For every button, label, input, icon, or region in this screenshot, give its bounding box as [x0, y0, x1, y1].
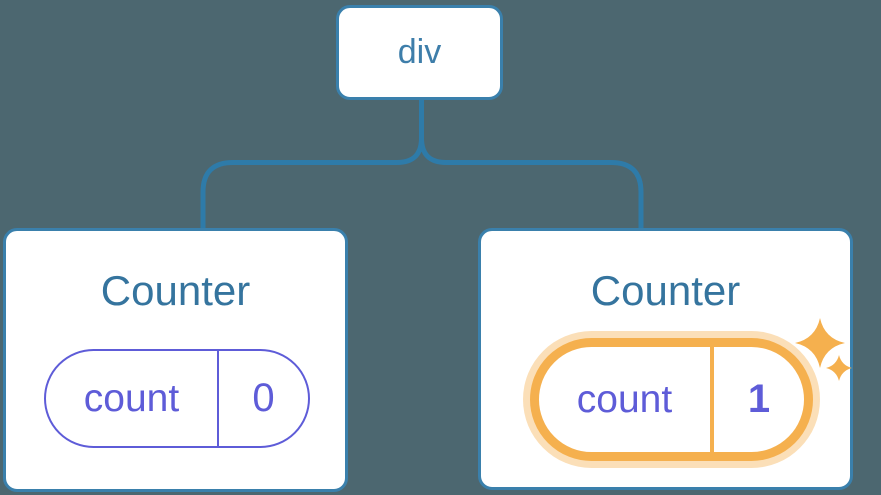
connector-right-branch	[419, 99, 644, 229]
state-key-label: count	[539, 347, 714, 452]
sparkle-icon	[795, 318, 845, 368]
state-value: 0	[252, 376, 275, 420]
state-pill-highlighted: count 1	[530, 338, 813, 461]
connector-left-branch	[200, 99, 424, 229]
counter-card-right: Counter count 1	[478, 228, 853, 490]
counter-title: Counter	[590, 267, 741, 314]
state-key-label: count	[46, 351, 219, 446]
sparkle-icon	[826, 355, 852, 381]
state-pill: count 0	[44, 349, 310, 448]
root-node-div: div	[336, 5, 503, 100]
counter-card-left: Counter count 0	[3, 228, 348, 492]
root-node-label: div	[397, 33, 442, 71]
state-value: 1	[747, 377, 771, 421]
counter-title: Counter	[100, 267, 251, 314]
